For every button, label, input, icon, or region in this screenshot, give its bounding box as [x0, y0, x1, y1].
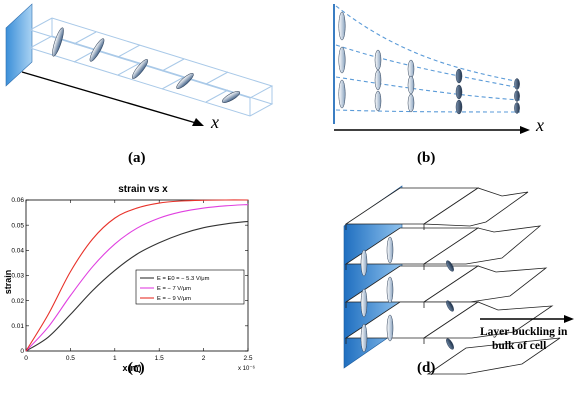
buckling-annotation-line2: bulk of cell [492, 340, 547, 352]
x-multiplier: x 10⁻⁶ [238, 365, 256, 372]
series-line-2 [25, 203, 249, 352]
layer-curves [335, 5, 521, 113]
panel-a: x (a) [0, 0, 290, 175]
panel-a-illustration [5, 3, 274, 126]
x-tick-label: 0.5 [66, 355, 75, 362]
y-tick-label: 0.04 [11, 248, 24, 255]
y-tick-label: 0.06 [11, 197, 24, 204]
panel-d-caption: (d) [417, 360, 436, 376]
x-tick-label: 1 [113, 355, 117, 362]
panel-c-caption: (c) [128, 360, 145, 376]
molecules [52, 27, 241, 103]
y-tick-label: 0.03 [11, 273, 24, 280]
x-tick-label: 2.5 [243, 355, 252, 362]
molecules [360, 236, 454, 353]
panel-b-caption: (b) [417, 150, 436, 166]
panel-d-illustration [343, 185, 574, 375]
strain-chart: strain vs x strain x(m) x 10⁻⁶ 0 0.5 1 1.5 2… [3, 184, 256, 373]
x-axis-label: x(m) [122, 363, 141, 373]
x-tick-label: 2 [202, 355, 206, 362]
molecules [338, 11, 520, 115]
x-tick-label: 1.5 [155, 355, 164, 362]
legend-label-3: E = − 9 V/μm [157, 296, 191, 302]
series-line-3 [25, 199, 249, 352]
chart-title: strain vs x [118, 184, 168, 195]
y-tick-label: 0.02 [11, 298, 24, 305]
y-tick-label: 0 [20, 348, 24, 355]
legend-label-2: E = − 7 V/μm [157, 286, 191, 292]
layers [344, 187, 561, 375]
panel-c: strain vs x strain x(m) x 10⁻⁶ 0 0.5 1 1.5 2… [0, 178, 290, 406]
y-tick-label: 0.01 [11, 323, 24, 330]
layer-edges [345, 224, 425, 344]
legend: E = E0 = − 5.3 V/μm E = − 7 V/μm E = − 9 V… [135, 269, 245, 305]
y-axis-label: strain [3, 270, 13, 295]
legend-label-1: E = E0 = − 5.3 V/μm [157, 276, 210, 282]
panel-d: Layer buckling in bulk of cell (d) [290, 178, 578, 406]
panel-b-illustration [333, 4, 530, 134]
x-tick-label: 0 [24, 355, 28, 362]
boundary-wall [5, 3, 33, 87]
panel-b: x (b) [290, 0, 578, 175]
y-tick-label: 0.05 [11, 222, 24, 229]
panel-b-axis-label: x [536, 115, 544, 135]
series-line-1 [25, 220, 249, 352]
buckling-annotation-line1: Layer buckling in [480, 326, 568, 338]
panel-a-axis-label: x [211, 112, 219, 132]
buckling-annotation: Layer buckling in bulk of cell [480, 325, 567, 353]
panel-a-caption: (a) [128, 150, 146, 166]
layer-planes [28, 17, 274, 117]
